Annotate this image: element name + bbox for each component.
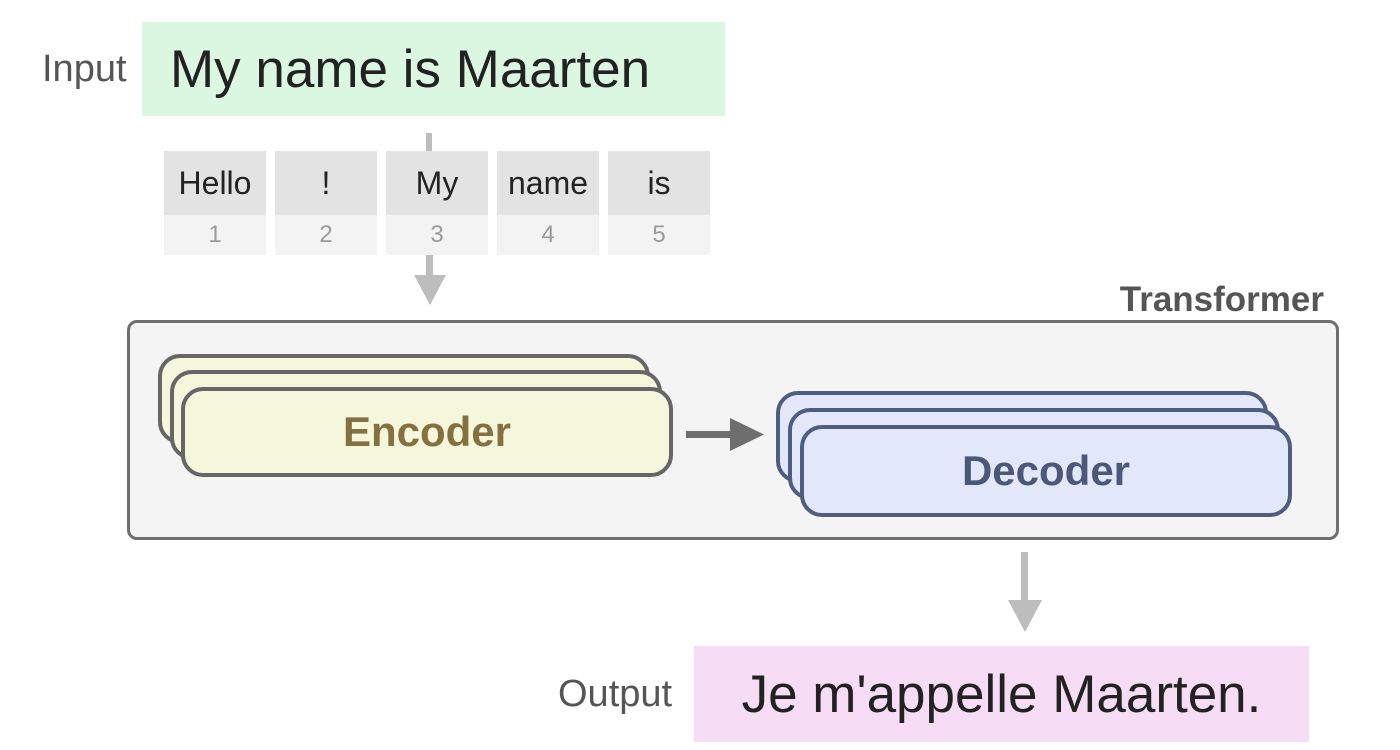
tokens-to-encoder-arrow — [414, 255, 446, 305]
token-id: 4 — [497, 215, 599, 255]
input-label: Input — [42, 48, 127, 90]
token-text: Hello — [164, 151, 266, 215]
token-id: 1 — [164, 215, 266, 255]
token-4: name 4 — [497, 151, 599, 255]
decoder-block: Decoder — [800, 425, 1292, 517]
token-text: name — [497, 151, 599, 215]
token-text: My — [386, 151, 488, 215]
token-id: 3 — [386, 215, 488, 255]
decoder-to-output-arrow — [1008, 552, 1042, 632]
token-id: 2 — [275, 215, 377, 255]
token-2: ! 2 — [275, 151, 377, 255]
input-text-box: My name is Maarten — [142, 22, 725, 116]
token-3: My 3 — [386, 151, 488, 255]
encoder-to-decoder-arrow — [686, 418, 764, 451]
input-connector-line — [426, 133, 432, 151]
encoder-block: Encoder — [181, 387, 673, 477]
output-label: Output — [558, 673, 673, 715]
token-5: is 5 — [608, 151, 710, 255]
token-id: 5 — [608, 215, 710, 255]
transformer-label: Transformer — [1119, 280, 1324, 319]
output-text-box: Je m'appelle Maarten. — [694, 646, 1309, 742]
token-text: is — [608, 151, 710, 215]
token-text: ! — [275, 151, 377, 215]
token-1: Hello 1 — [164, 151, 266, 255]
